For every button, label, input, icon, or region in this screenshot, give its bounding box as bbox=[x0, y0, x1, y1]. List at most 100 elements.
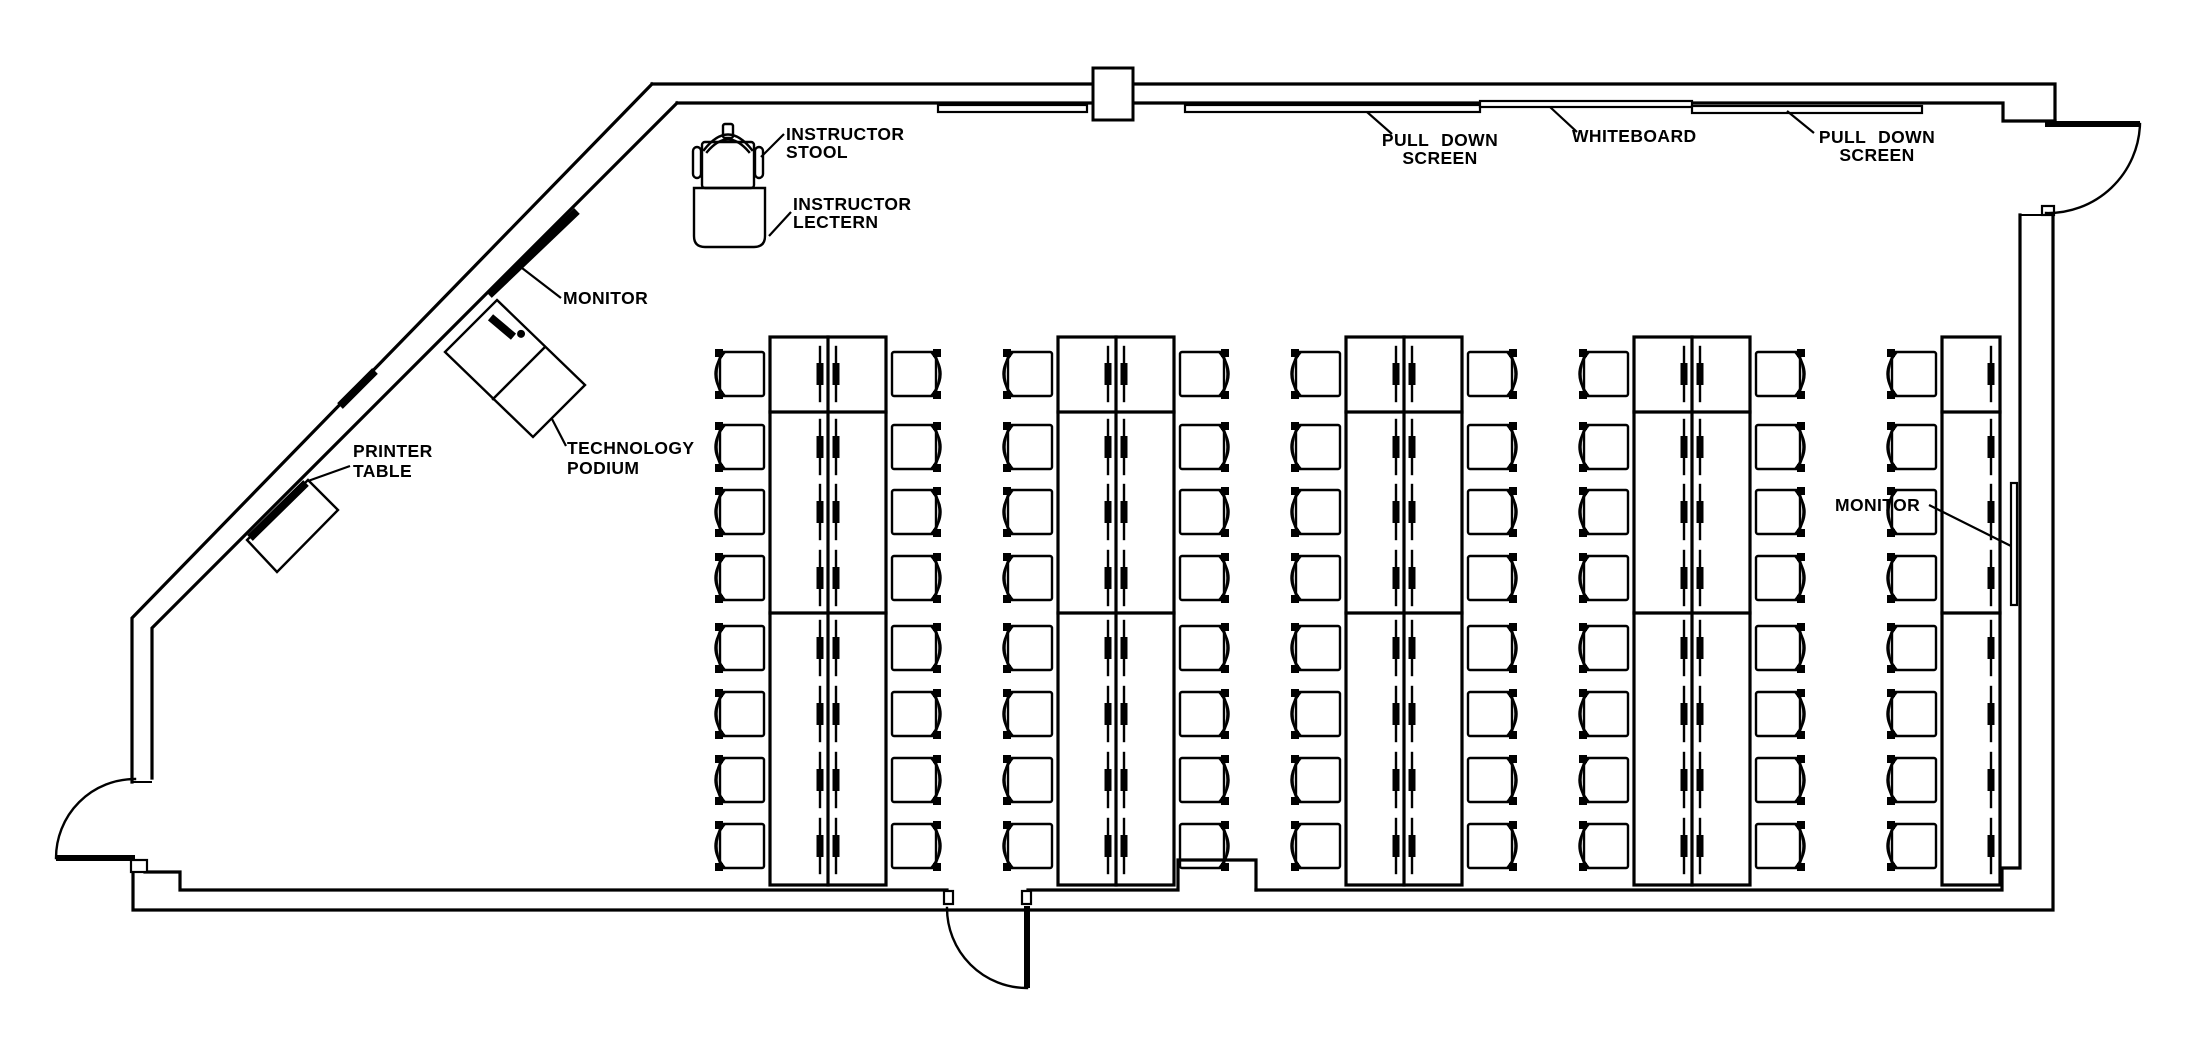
table-monitor bbox=[1392, 549, 1400, 607]
wall-monitors bbox=[337, 208, 2019, 607]
student-chair bbox=[1002, 553, 1054, 603]
student-chair bbox=[1466, 821, 1518, 871]
table-monitor bbox=[816, 751, 824, 809]
student-chair bbox=[1578, 689, 1630, 739]
label-screen-right-line1: PULL DOWN bbox=[1819, 127, 1935, 147]
table-monitor bbox=[1408, 685, 1416, 743]
right-wall-monitor bbox=[2009, 481, 2019, 607]
table-monitor bbox=[1104, 418, 1112, 476]
student-chair bbox=[1754, 689, 1806, 739]
student-chair bbox=[714, 821, 766, 871]
label-instructor-stool-line2: STOOL bbox=[786, 142, 848, 162]
table-monitor bbox=[1680, 549, 1688, 607]
table-monitor bbox=[1120, 817, 1128, 875]
table-monitor bbox=[1987, 549, 1995, 607]
door-swing-arc bbox=[54, 777, 137, 860]
student-chair bbox=[1290, 422, 1342, 472]
pull-down-screen-strip-far-left bbox=[936, 103, 1089, 114]
mouse bbox=[517, 329, 526, 338]
table-monitor bbox=[1987, 483, 1995, 541]
student-chair bbox=[1466, 349, 1518, 399]
student-chair bbox=[1886, 487, 1938, 537]
student-chair bbox=[1578, 755, 1630, 805]
table-monitor bbox=[1696, 751, 1704, 809]
student-chair bbox=[1178, 623, 1230, 673]
technology-podium bbox=[443, 298, 587, 439]
table-monitor bbox=[816, 549, 824, 607]
student-chair bbox=[890, 553, 942, 603]
student-chair bbox=[714, 422, 766, 472]
pull-down-screen-right-strip bbox=[1690, 104, 1924, 115]
leader-lines bbox=[307, 106, 2012, 547]
student-tables-and-chairs bbox=[714, 335, 2002, 887]
student-chair bbox=[1178, 553, 1230, 603]
table-monitor bbox=[1104, 345, 1112, 403]
student-chair bbox=[1578, 487, 1630, 537]
label-screen-right-line2: SCREEN bbox=[1839, 145, 1914, 165]
label-instructor-lectern-line1: INSTRUCTOR bbox=[793, 194, 911, 214]
table-monitor bbox=[1408, 483, 1416, 541]
table-monitor bbox=[1120, 619, 1128, 677]
student-chair bbox=[1578, 422, 1630, 472]
student-chair bbox=[1466, 689, 1518, 739]
table-monitor bbox=[1120, 549, 1128, 607]
student-chair bbox=[890, 821, 942, 871]
student-chair bbox=[1754, 623, 1806, 673]
podium-top bbox=[443, 298, 587, 439]
leader-technology-podium bbox=[551, 418, 567, 447]
table-monitor bbox=[1696, 549, 1704, 607]
leader-screen-left bbox=[1366, 111, 1393, 135]
student-chair bbox=[1178, 422, 1230, 472]
student-chair bbox=[1290, 689, 1342, 739]
student-chair bbox=[1178, 689, 1230, 739]
table-monitor bbox=[1392, 619, 1400, 677]
stool-armrest-left bbox=[691, 145, 703, 180]
door-swing-arc bbox=[2044, 122, 2142, 215]
table-monitor bbox=[816, 418, 824, 476]
label-whiteboard: WHITEBOARD bbox=[1572, 126, 1697, 146]
table-monitor bbox=[1392, 418, 1400, 476]
table-monitor bbox=[832, 418, 840, 476]
leader-whiteboard bbox=[1549, 106, 1578, 133]
printer-table bbox=[245, 478, 340, 574]
student-chair bbox=[1754, 821, 1806, 871]
table-monitor bbox=[1680, 817, 1688, 875]
student-chair bbox=[1754, 553, 1806, 603]
student-chair bbox=[1290, 349, 1342, 399]
table-monitor bbox=[1120, 483, 1128, 541]
student-chair bbox=[1886, 422, 1938, 472]
student-chair bbox=[1178, 821, 1230, 871]
table-group-4 bbox=[1632, 335, 1752, 887]
student-chair bbox=[1886, 689, 1938, 739]
table-monitor bbox=[1392, 345, 1400, 403]
student-chair bbox=[1002, 821, 1054, 871]
label-technology-podium-line1: TECHNOLOGY bbox=[567, 438, 694, 458]
table-monitor bbox=[1408, 345, 1416, 403]
table-monitor bbox=[1987, 619, 1995, 677]
student-chair bbox=[1886, 553, 1938, 603]
student-chair bbox=[1578, 623, 1630, 673]
stool-back-outer-arc bbox=[702, 133, 754, 152]
student-chair bbox=[1466, 553, 1518, 603]
pull-down-screen-left-strip bbox=[1183, 103, 1482, 114]
student-chair bbox=[1578, 349, 1630, 399]
door-top-right bbox=[2044, 121, 2142, 215]
student-chair bbox=[714, 553, 766, 603]
student-chair bbox=[1754, 755, 1806, 805]
table-monitor bbox=[1120, 685, 1128, 743]
table-monitor bbox=[1987, 418, 1995, 476]
table-monitor bbox=[1680, 619, 1688, 677]
table-monitor bbox=[832, 549, 840, 607]
table-monitor bbox=[1987, 685, 1995, 743]
table-monitor bbox=[816, 619, 824, 677]
table-monitor bbox=[1104, 817, 1112, 875]
student-chair bbox=[890, 349, 942, 399]
table-monitor bbox=[816, 817, 824, 875]
table-group-5 bbox=[1940, 335, 2002, 887]
student-chair bbox=[1002, 422, 1054, 472]
table-monitor bbox=[1680, 685, 1688, 743]
label-monitor-right: MONITOR bbox=[1835, 495, 1920, 515]
wall-left-diagonal-outer bbox=[130, 81, 655, 784]
label-printer-table-line1: PRINTER bbox=[353, 441, 433, 461]
